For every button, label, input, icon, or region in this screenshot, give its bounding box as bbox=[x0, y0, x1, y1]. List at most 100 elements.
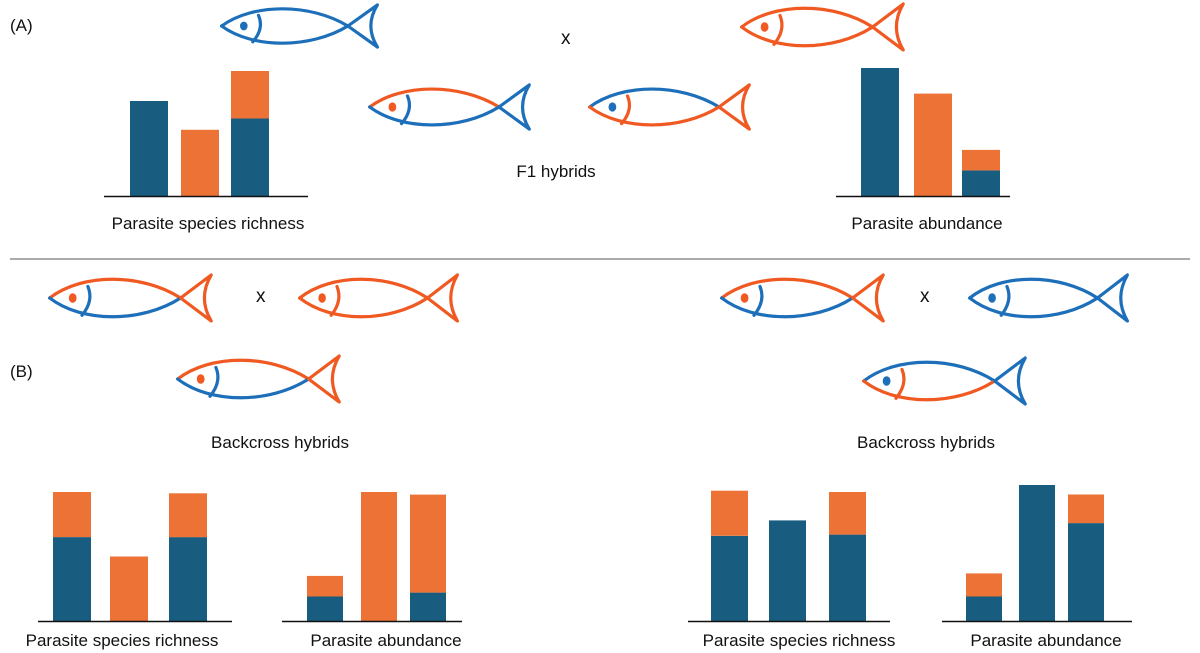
bar-segment-blue bbox=[966, 596, 1002, 621]
fish-body-top bbox=[720, 277, 855, 300]
fish-tail bbox=[497, 83, 531, 131]
cross-symbol-b-right: x bbox=[920, 286, 930, 307]
fish-tail bbox=[871, 2, 905, 52]
fish-body-top bbox=[48, 277, 183, 300]
fish-eye bbox=[740, 293, 749, 303]
fish-body-bottom bbox=[740, 25, 875, 48]
b-right-hybrids-label: Backcross hybrids bbox=[857, 433, 995, 452]
bar-segment-orange bbox=[361, 492, 397, 621]
fish-body-bottom bbox=[48, 296, 183, 319]
fish-b-left-parent-orange bbox=[298, 273, 459, 323]
fish-b-right-parent-blue bbox=[968, 273, 1129, 323]
fish-body-top bbox=[862, 360, 997, 383]
bar-segment-blue bbox=[711, 535, 748, 621]
fish-gill bbox=[999, 284, 1011, 317]
fish-gill bbox=[400, 94, 412, 126]
fish-tail bbox=[1095, 273, 1129, 323]
fish-tail bbox=[307, 354, 341, 404]
fish-body-bottom bbox=[298, 296, 430, 319]
fish-gill bbox=[752, 284, 764, 317]
chart-a-richness bbox=[104, 71, 308, 198]
chart-b-right-abundance-label: Parasite abundance bbox=[970, 631, 1121, 650]
chart-a-richness-label: Parasite species richness bbox=[112, 214, 305, 233]
fish-body-top bbox=[368, 87, 501, 109]
fish-body-bottom bbox=[368, 105, 501, 127]
bar-segment-orange bbox=[962, 149, 1000, 171]
fish-parent-blue bbox=[220, 3, 379, 49]
fish-gill bbox=[620, 94, 632, 126]
bar-segment-orange bbox=[307, 575, 343, 597]
bar-segment-blue bbox=[307, 596, 343, 621]
fish-gill bbox=[329, 284, 341, 317]
chart-b-left-abundance-label: Parasite abundance bbox=[310, 631, 461, 650]
bar-segment-blue bbox=[169, 537, 207, 621]
fish-tail bbox=[993, 356, 1027, 406]
fish-b-left-parent-hybrid bbox=[48, 273, 213, 323]
bar-segment-blue bbox=[829, 534, 866, 621]
bar-segment-orange bbox=[711, 490, 748, 536]
fish-b-right-backcross bbox=[862, 356, 1027, 406]
bar-segment-orange bbox=[181, 129, 219, 197]
chart-b-right-richness-label: Parasite species richness bbox=[703, 631, 896, 650]
panel-a-label: (A) bbox=[10, 16, 33, 35]
chart-b-left-abundance bbox=[282, 492, 462, 623]
fish-body-bottom bbox=[720, 296, 855, 319]
fish-eye bbox=[988, 293, 996, 303]
fish-tail bbox=[717, 83, 751, 131]
bar-segment-blue bbox=[53, 537, 91, 621]
fish-gill bbox=[80, 284, 92, 317]
fish-tail bbox=[346, 3, 379, 49]
bar-segment-blue bbox=[861, 68, 899, 196]
bar-segment-blue bbox=[962, 170, 1000, 196]
fish-tail bbox=[425, 273, 459, 323]
bar-segment-orange bbox=[231, 71, 269, 119]
bar-segment-orange bbox=[53, 492, 91, 538]
fish-body-top bbox=[298, 277, 430, 300]
fish-eye bbox=[388, 102, 397, 112]
fish-eye bbox=[760, 22, 769, 32]
bar-segment-orange bbox=[914, 93, 952, 196]
fish-tail bbox=[851, 273, 885, 323]
bar-segment-orange bbox=[410, 494, 446, 593]
fish-body-top bbox=[588, 87, 721, 109]
chart-b-right-abundance bbox=[942, 485, 1132, 623]
bar-segment-orange bbox=[169, 493, 207, 538]
bar-segment-orange bbox=[966, 573, 1002, 597]
fish-body-bottom bbox=[862, 379, 997, 402]
fish-body-top bbox=[740, 6, 875, 29]
bar-segment-orange bbox=[829, 492, 866, 535]
bar-segment-blue bbox=[130, 101, 168, 196]
fish-body-top bbox=[176, 358, 311, 381]
fish-parent-orange bbox=[740, 2, 905, 52]
fish-eye bbox=[882, 376, 891, 386]
chart-b-left-richness bbox=[38, 492, 232, 623]
chart-b-left-richness-label: Parasite species richness bbox=[26, 631, 219, 650]
bar-segment-blue bbox=[1019, 485, 1055, 621]
fish-gill bbox=[251, 13, 263, 44]
bar-segment-blue bbox=[410, 592, 446, 621]
fish-body-top bbox=[220, 7, 350, 28]
bar-segment-orange bbox=[110, 556, 148, 621]
fish-eye bbox=[318, 293, 326, 303]
fish-body-bottom bbox=[220, 24, 350, 45]
fish-body-bottom bbox=[968, 296, 1100, 319]
cross-symbol-b-left: x bbox=[256, 286, 266, 307]
fish-gill bbox=[208, 365, 220, 398]
fish-body-top bbox=[968, 277, 1100, 300]
fish-f1-hybrid-blue-top bbox=[588, 83, 751, 131]
fish-f1-hybrid-orange-top bbox=[368, 83, 531, 131]
fish-tail bbox=[179, 273, 213, 323]
chart-b-right-richness bbox=[688, 490, 890, 623]
fish-eye bbox=[68, 293, 77, 303]
fish-eye bbox=[608, 102, 617, 112]
fish-body-bottom bbox=[176, 377, 311, 400]
fish-gill bbox=[772, 13, 784, 46]
bar-segment-orange bbox=[1068, 494, 1104, 524]
fish-b-left-backcross bbox=[176, 354, 341, 404]
bar-segment-blue bbox=[769, 520, 806, 621]
fish-body-bottom bbox=[588, 105, 721, 127]
bar-segment-blue bbox=[1068, 523, 1104, 621]
f1-hybrids-label: F1 hybrids bbox=[516, 162, 595, 181]
panel-b-label: (B) bbox=[10, 362, 33, 381]
